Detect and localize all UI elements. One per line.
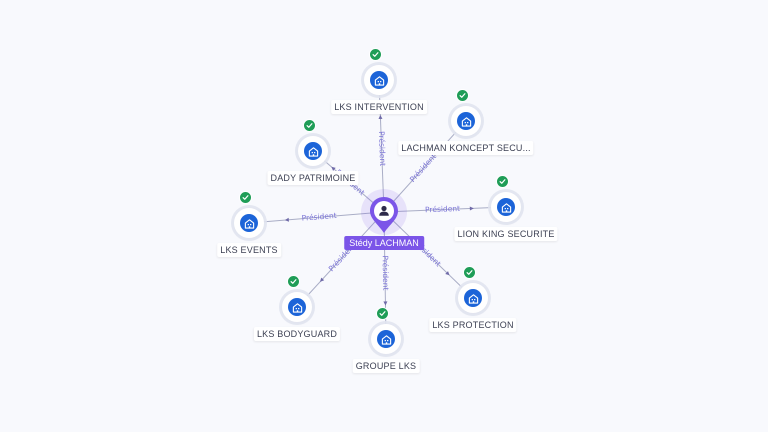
company-node-circle — [491, 175, 521, 222]
verified-check-icon — [376, 307, 389, 320]
edge-arrow — [378, 114, 383, 120]
company-name: LKS INTERVENTION — [331, 100, 427, 114]
verified-check-icon — [239, 191, 252, 204]
edge-arrow — [445, 271, 450, 276]
company-node-circle — [298, 119, 328, 166]
edge-label: Président — [377, 131, 387, 166]
center-person-name: Stédy LACHMAN — [344, 236, 424, 250]
building-icon — [304, 142, 322, 160]
verified-check-icon — [463, 266, 476, 279]
company-node-circle — [234, 191, 264, 238]
company-name: LACHMAN KONCEPT SECU... — [398, 141, 534, 155]
person-pin-icon — [370, 197, 398, 233]
company-name: DADY PATRIMOINE — [267, 171, 359, 185]
verified-check-icon — [369, 48, 382, 61]
edge-line — [383, 211, 474, 299]
edge-arrow — [331, 166, 336, 171]
edge-label: Président — [408, 152, 438, 184]
edge-label: Président — [381, 255, 391, 290]
building-icon — [497, 198, 515, 216]
building-icon — [457, 112, 475, 130]
edge-arrow — [469, 206, 474, 211]
company-name: LKS BODYGUARD — [253, 327, 341, 341]
company-name: GROUPE LKS — [352, 359, 420, 373]
edge-line — [383, 120, 467, 213]
company-name: LION KING SECURITE — [454, 227, 558, 241]
edge-label: Président — [301, 211, 337, 223]
edge-line — [383, 206, 507, 213]
verified-check-icon — [496, 175, 509, 188]
building-icon — [377, 330, 395, 348]
company-node-circle — [451, 89, 481, 136]
edge-line — [248, 211, 385, 224]
verified-check-icon — [287, 275, 300, 288]
building-icon — [288, 298, 306, 316]
company-name: LKS EVENTS — [217, 243, 281, 257]
company-node-circle — [364, 48, 394, 95]
company-node-circle — [282, 275, 312, 322]
company-name: LKS PROTECTION — [429, 318, 517, 332]
edge-arrow — [383, 301, 388, 306]
building-icon — [464, 289, 482, 307]
edge-line — [296, 211, 385, 308]
company-node-circle — [458, 266, 488, 313]
edge-label: Président — [425, 204, 460, 214]
verified-check-icon — [456, 89, 469, 102]
edge-arrow — [284, 217, 289, 222]
verified-check-icon — [303, 119, 316, 132]
company-node-circle — [371, 307, 401, 354]
edge-arrow — [320, 277, 325, 282]
building-icon — [370, 71, 388, 89]
building-icon — [240, 214, 258, 232]
